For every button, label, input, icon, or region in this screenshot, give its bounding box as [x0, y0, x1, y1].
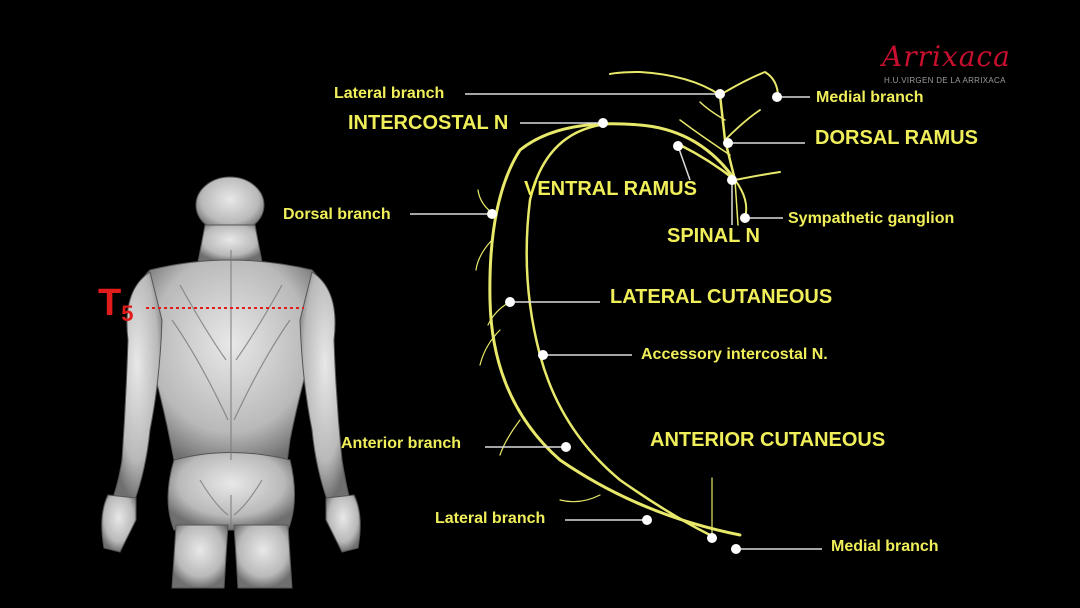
t5-number: 5 — [121, 301, 134, 326]
label-dorsal-ramus: DORSAL RAMUS — [815, 127, 978, 149]
node-dorsal-ramus — [723, 138, 733, 148]
label-lateral-cutaneous: LATERAL CUTANEOUS — [610, 286, 833, 308]
node-sympathetic-ganglion — [740, 213, 750, 223]
label-sympathetic-ganglion: Sympathetic ganglion — [788, 210, 955, 227]
label-intercostal-n: INTERCOSTAL N — [348, 112, 509, 134]
node-medial-branch-bottom — [731, 544, 741, 554]
node-intercostal-n — [598, 118, 608, 128]
label-accessory-intercostal: Accessory intercostal N. — [641, 346, 828, 363]
label-spinal-n: SPINAL N — [667, 225, 760, 247]
node-lateral-branch-bottom — [642, 515, 652, 525]
t5-level-label: T5 — [98, 282, 133, 325]
label-dorsal-branch: Dorsal branch — [283, 206, 391, 223]
label-lateral-branch-top: Lateral branch — [334, 85, 445, 102]
node-ventral-ramus — [673, 141, 683, 151]
node-spinal-n — [727, 175, 737, 185]
node-anterior-cutaneous — [707, 533, 717, 543]
label-medial-branch-bottom: Medial branch — [831, 538, 939, 555]
node-anterior-branch — [561, 442, 571, 452]
logo-name: Arrixaca — [882, 40, 1011, 73]
intercostal-nerve-outer — [488, 122, 742, 537]
t5-letter: T — [98, 282, 122, 324]
node-dorsal-branch — [487, 209, 497, 219]
node-lateral-cutaneous — [505, 297, 515, 307]
node-medial-branch-top — [772, 92, 782, 102]
label-medial-branch-top: Medial branch — [816, 89, 924, 106]
label-anterior-cutaneous: ANTERIOR CUTANEOUS — [650, 429, 886, 451]
label-ventral-ramus: VENTRAL RAMUS — [524, 178, 697, 200]
logo-subtitle: H.U.VIRGEN DE LA ARRIXACA — [884, 76, 1006, 85]
arrixaca-logo: Arrixaca H.U.VIRGEN DE LA ARRIXACA — [880, 40, 1030, 88]
label-lateral-branch-bottom: Lateral branch — [435, 510, 546, 527]
node-lateral-branch-top — [715, 89, 725, 99]
node-accessory-intercostal — [538, 350, 548, 360]
label-anterior-branch: Anterior branch — [341, 435, 462, 452]
